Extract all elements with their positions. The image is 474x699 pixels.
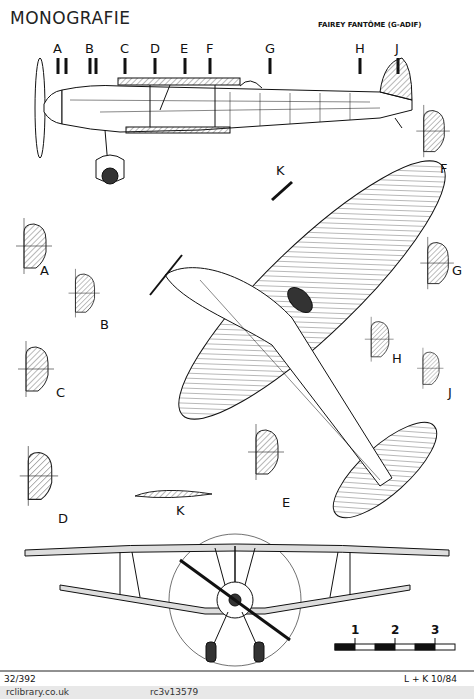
section-letter: G — [265, 42, 275, 55]
scale-number: 2 — [391, 624, 399, 636]
page-number: 32/392 — [4, 675, 36, 684]
section-letter: H — [392, 352, 402, 365]
section-letter: J — [395, 42, 399, 55]
section-letter: A — [53, 42, 62, 55]
section-letter: G — [452, 264, 462, 277]
section-letter: C — [56, 386, 65, 399]
section-letter: C — [120, 42, 129, 55]
section-letter: K — [276, 164, 285, 177]
section-letter: B — [100, 318, 109, 331]
section-letter: K — [176, 504, 185, 517]
drawing-name: FAIREY FANTÔME (G-ADIF) — [318, 22, 422, 29]
section-letter: E — [180, 42, 188, 55]
watermark: rc3v13579 — [150, 688, 198, 697]
section-letter: D — [58, 512, 68, 525]
section-letter: F — [440, 162, 447, 175]
section-letter: H — [355, 42, 365, 55]
section-letter: E — [282, 496, 290, 509]
section-letter: J — [448, 386, 452, 399]
section-letter: B — [85, 42, 94, 55]
section-letter: A — [40, 264, 49, 277]
section-letter: F — [206, 42, 213, 55]
page-title: MONOGRAFIE — [10, 8, 131, 28]
watermark: rclibrary.co.uk — [6, 688, 69, 697]
scale-number: 1 — [351, 624, 359, 636]
scale-number: 3 — [431, 624, 439, 636]
issue-number: L + K 10/84 — [404, 675, 457, 684]
section-letter: D — [150, 42, 160, 55]
